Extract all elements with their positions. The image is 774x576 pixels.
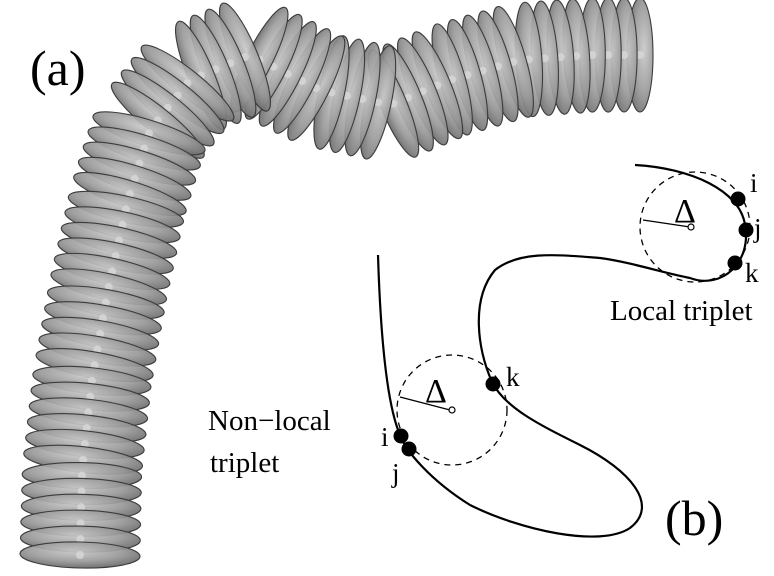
local-delta: Δ bbox=[674, 193, 696, 230]
nonlocal-caption-line2: triplet bbox=[210, 447, 279, 479]
nonlocal-delta: Δ bbox=[425, 373, 447, 410]
local-label-k: k bbox=[745, 258, 759, 288]
nonlocal-point-i bbox=[394, 429, 409, 444]
local-caption: Local triplet bbox=[610, 295, 753, 327]
local-point-k bbox=[728, 256, 743, 271]
ellipsoid-tube bbox=[20, 0, 653, 569]
nonlocal-caption-line1: Non−local bbox=[208, 405, 331, 437]
local-label-j: j bbox=[753, 213, 762, 243]
nonlocal-point-k bbox=[486, 377, 501, 392]
nonlocal-label-i: i bbox=[381, 422, 389, 452]
local-point-i bbox=[731, 192, 746, 207]
panel-a-label: (a) bbox=[30, 40, 86, 96]
backbone-bead bbox=[76, 551, 84, 559]
local-point-j bbox=[739, 223, 754, 238]
nonlocal-label-j: j bbox=[391, 458, 400, 488]
nonlocal-center bbox=[449, 407, 455, 413]
nonlocal-point-j bbox=[402, 442, 417, 457]
panel-b-label: (b) bbox=[665, 490, 723, 546]
local-label-i: i bbox=[750, 168, 758, 198]
nonlocal-label-k: k bbox=[506, 362, 520, 392]
